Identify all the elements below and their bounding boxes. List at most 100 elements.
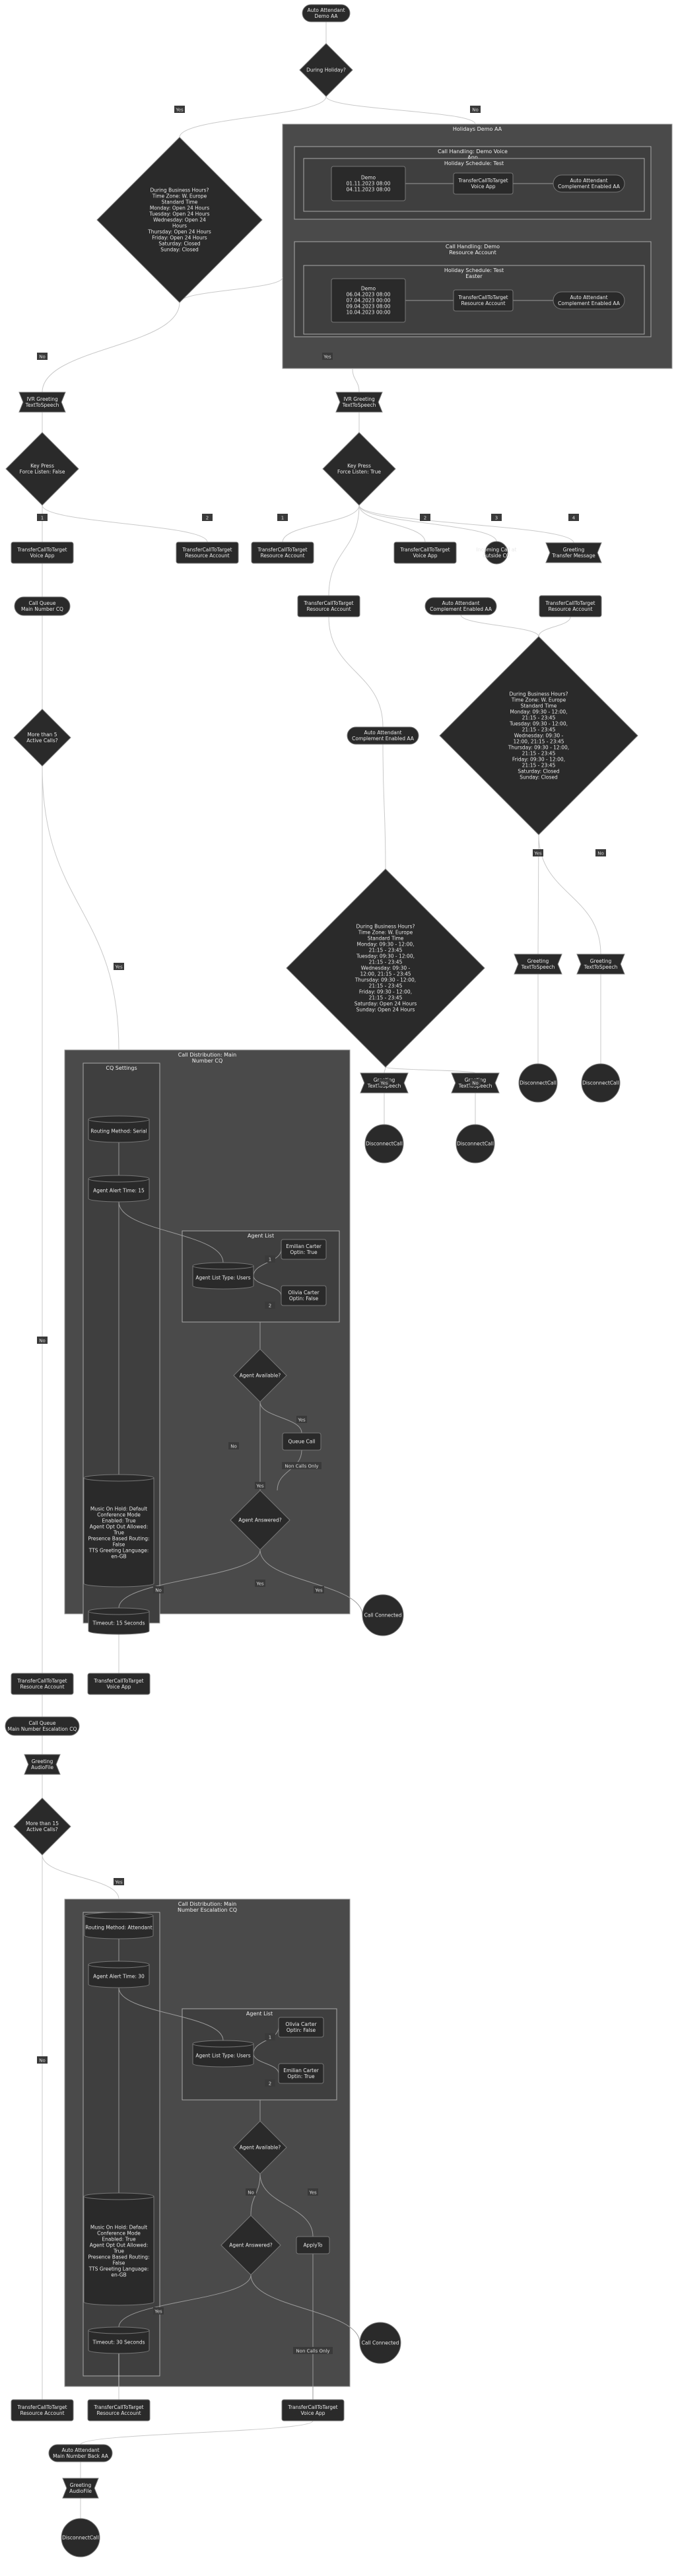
edge-label-text: No <box>39 1339 46 1344</box>
node-text: 21:15 - 23:45 <box>369 995 403 1001</box>
node-dbh-tz[interactable]: During Business Hours?Time Zone: W. Euro… <box>439 636 638 835</box>
node-cq2-alert[interactable]: Agent Alert Time: 30 <box>88 1961 150 1988</box>
node-dbh1[interactable]: During Business Hours?Time Zone: W. Euro… <box>96 137 263 303</box>
node-cq1-avail[interactable]: Agent Available? <box>233 1348 287 1403</box>
node-cq1-timeout[interactable]: Timeout: 15 Seconds <box>88 1607 150 1635</box>
node-text: 21:15 - 23:45 <box>522 751 556 757</box>
node-text: TransferCallToTarget <box>17 547 67 553</box>
node-disc2[interactable]: DisconnectCall <box>456 1124 495 1164</box>
edge-label-bg <box>420 514 430 521</box>
node-cq1-alert[interactable]: Agent Alert Time: 15 <box>88 1175 150 1202</box>
node-cq1-connected[interactable]: Call Connected <box>362 1594 404 1636</box>
node-shape <box>322 432 396 506</box>
node-disc1[interactable]: DisconnectCall <box>364 1124 404 1164</box>
node-text: TextToSpeech <box>25 402 59 408</box>
node-shape-rim <box>88 1964 150 1968</box>
node-cq2-connected[interactable]: Call Connected <box>359 2322 401 2364</box>
node-text: Conference Mode <box>97 1512 141 1518</box>
edge-label-text: 2 <box>269 1304 271 1309</box>
node-text: TransferCallToTarget <box>93 2404 143 2410</box>
node-text: Tuesday: Open 24 Hours <box>149 211 209 217</box>
node-cq2-avail[interactable]: Agent Available? <box>233 2120 287 2175</box>
node-during-holiday[interactable]: During Holiday? <box>299 43 353 97</box>
edge-label-text: Yes <box>114 965 123 970</box>
node-cq2-agent-type[interactable]: Agent List Type: Users <box>192 2040 254 2068</box>
edge-label: No <box>246 2188 256 2196</box>
cluster-title: Call Distribution: Main <box>178 1901 236 1907</box>
node-text: DisconnectCall <box>366 1141 403 1147</box>
flow-edge <box>460 614 539 637</box>
node-cq1-queue[interactable]: Queue Call <box>282 1432 321 1451</box>
flow-edge <box>259 1549 363 1616</box>
node-text: TextToSpeech <box>342 402 376 408</box>
node-cq1-agent-type[interactable]: Agent List Type: Users <box>192 1262 254 1290</box>
node-shape <box>553 174 625 193</box>
node-cq1-routing[interactable]: Routing Method: Serial <box>88 1115 150 1143</box>
node-cq2-routing[interactable]: Routing Method: Attendant <box>84 1912 154 1939</box>
edge-label: No <box>37 353 48 360</box>
node-text: False <box>113 2260 125 2266</box>
edge-label-bg <box>491 514 502 521</box>
node-text: True <box>113 1530 124 1536</box>
flow-edge <box>538 834 601 955</box>
edge-label-text: Yes <box>533 851 542 856</box>
edge-label-bg <box>322 353 333 360</box>
flow-edge <box>385 1066 476 1074</box>
edge-label-bg <box>202 514 213 521</box>
node-cq2-apply[interactable]: ApplyTo <box>296 2236 330 2254</box>
node-disc4[interactable]: DisconnectCall <box>581 1063 621 1103</box>
node-cq1-answered[interactable]: Agent Answered? <box>230 1490 290 1550</box>
node-cq2-timeout[interactable]: Timeout: 30 Seconds <box>88 2326 150 2354</box>
node-text: outside CQ <box>483 553 510 559</box>
node-dbh-c[interactable]: During Business Hours?Time Zone: W. Euro… <box>286 868 485 1068</box>
node-disc3[interactable]: DisconnectCall <box>518 1063 558 1103</box>
flow-edge <box>384 1066 386 1074</box>
node-text: 10.04.2023 00:00 <box>347 310 391 316</box>
node-text: Saturday: Closed <box>158 241 201 247</box>
node-cq2-answered[interactable]: Agent Answered? <box>220 2215 281 2276</box>
node-disc5[interactable]: DisconnectCall <box>61 2518 100 2558</box>
edge-label-bg <box>228 1442 239 1449</box>
